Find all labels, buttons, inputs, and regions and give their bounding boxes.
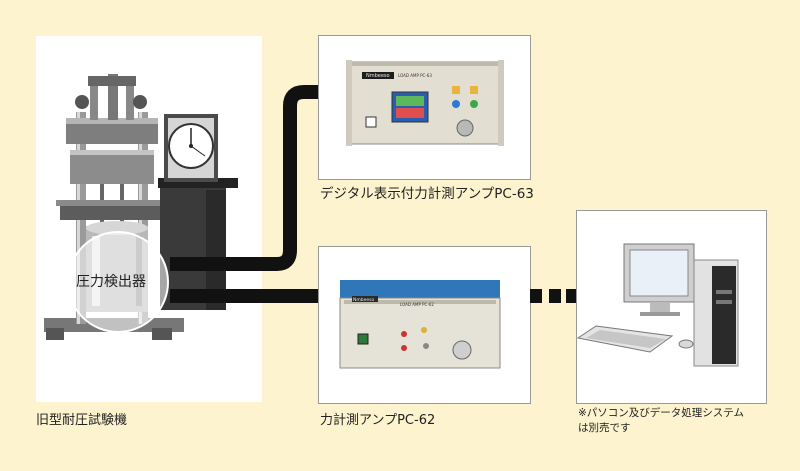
computer-illustration xyxy=(576,243,739,367)
dashed-cable-to-pc xyxy=(530,289,576,303)
pc-caption: ※パソコン及びデータ処理システム は別売です xyxy=(578,406,778,436)
sensor-highlight-circle xyxy=(67,231,169,333)
pc62-amplifier xyxy=(339,280,501,369)
pc62-caption: 力計測アンプPC-62 xyxy=(320,413,436,428)
machine-caption: 旧型耐圧試験機 xyxy=(36,413,128,428)
sensor-label: 圧力検出器 xyxy=(76,274,146,290)
pc63-amplifier xyxy=(346,60,504,146)
cable-to-pc63 xyxy=(170,85,318,271)
pc62-brand: Nmbeeso xyxy=(353,297,374,303)
pc63-model: LOAD AMP PC-63 xyxy=(398,73,432,78)
pc-caption-line2: は別売です xyxy=(578,422,631,434)
pc63-brand: Nmbeeso xyxy=(366,73,390,79)
pc62-model: LOAD AMP PC-62 xyxy=(400,302,434,307)
pc63-caption: デジタル表示付力計測アンプPC-63 xyxy=(320,186,534,202)
pc-caption-line1: ※パソコン及びデータ処理システム xyxy=(578,407,744,419)
